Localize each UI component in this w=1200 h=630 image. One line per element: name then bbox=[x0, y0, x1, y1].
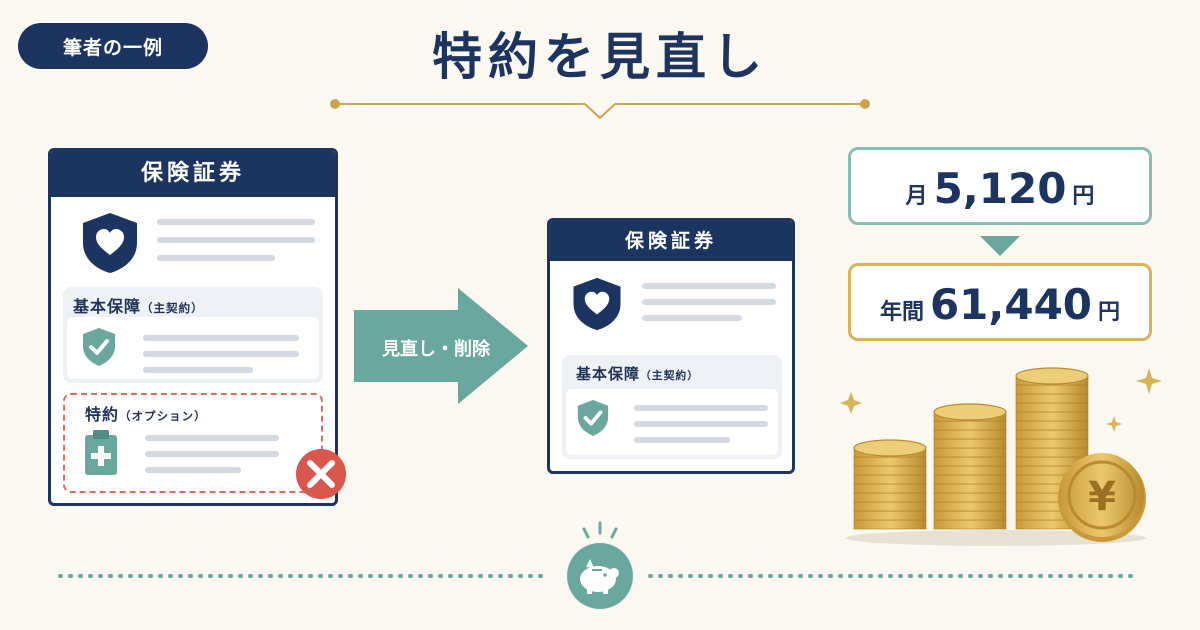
yearly-value: 61,440 bbox=[929, 280, 1093, 329]
basic-coverage-section: 基本保障（主契約） bbox=[63, 287, 323, 383]
monthly-value: 5,120 bbox=[933, 164, 1067, 213]
coin-stack-icon: ¥ bbox=[840, 367, 1162, 546]
sparkle-icon bbox=[1136, 368, 1162, 394]
yearly-suffix: 円 bbox=[1098, 300, 1121, 325]
policy-card-before: 保険証券 基本保障（主契約） 特約（オプション） bbox=[48, 148, 338, 506]
sparkle-icon bbox=[1106, 416, 1122, 432]
policy-card-header: 保険証券 bbox=[550, 221, 792, 261]
policy-card-after: 保険証券 基本保障（主契約） bbox=[547, 218, 795, 474]
shield-check-icon bbox=[83, 328, 115, 366]
policy-card-header: 保険証券 bbox=[51, 151, 335, 197]
rider-option-section: 特約（オプション） bbox=[63, 393, 323, 493]
review-arrow-label: 見直し・削除 bbox=[382, 339, 490, 360]
monthly-amount-box: 月 5,120 円 bbox=[848, 147, 1152, 225]
basic-coverage-label: 基本保障（主契約） bbox=[73, 297, 204, 316]
monthly-suffix: 円 bbox=[1072, 184, 1095, 209]
down-triangle-icon bbox=[980, 236, 1020, 256]
basic-coverage-section: 基本保障（主契約） bbox=[562, 355, 782, 459]
shield-heart-icon bbox=[573, 277, 621, 331]
sparkle-icon bbox=[840, 392, 862, 414]
monthly-prefix: 月 bbox=[905, 184, 928, 209]
shield-heart-icon bbox=[83, 213, 137, 273]
rider-option-label: 特約（オプション） bbox=[85, 405, 207, 424]
shield-check-icon bbox=[577, 400, 609, 436]
author-example-badge: 筆者の一例 bbox=[18, 23, 208, 69]
review-arrow bbox=[354, 288, 528, 404]
basic-coverage-label: 基本保障（主契約） bbox=[576, 365, 699, 383]
bottom-decoration bbox=[58, 521, 1142, 609]
yen-coin-icon: ¥ bbox=[1058, 453, 1146, 542]
yearly-prefix: 年間 bbox=[879, 300, 924, 325]
remove-x-icon bbox=[296, 449, 346, 499]
svg-text:¥: ¥ bbox=[1088, 474, 1116, 520]
piggy-bank-icon bbox=[567, 543, 633, 609]
yearly-amount-box: 年間 61,440 円 bbox=[848, 263, 1152, 341]
page-title: 特約を見直し bbox=[432, 28, 768, 86]
clipboard-plus-icon bbox=[85, 430, 117, 475]
